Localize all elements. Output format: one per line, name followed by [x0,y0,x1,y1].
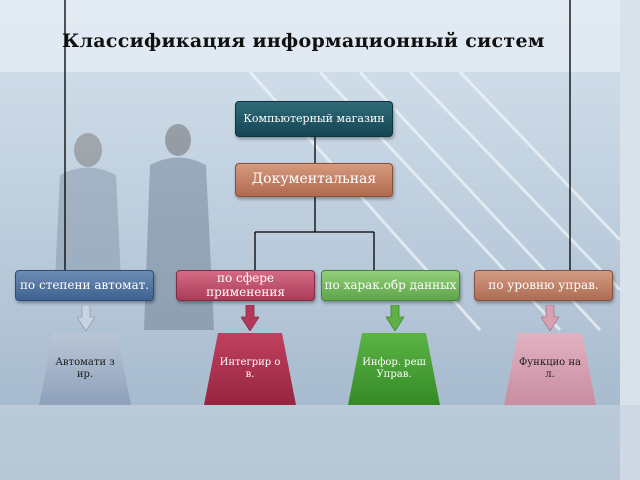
category-application: по сфере применения [176,270,315,301]
category-label: по уровню управ. [488,277,599,292]
category-label: по харак.обр данных [324,277,457,292]
leaf-functional: Функцио нал. [504,333,596,405]
leaf-integrated: Интегрир ов. [204,333,296,405]
leaf-label: Инфор. реш Управ. [362,356,426,381]
category-label: по степени автомат. [19,277,150,292]
category-label: по сфере применения [206,271,285,299]
page-title: Классификация информационный систем [62,30,545,52]
leaf-label: Интегрир ов. [219,356,281,381]
down-arrow-icon [386,305,404,331]
leaf-label: Функцио нал. [518,356,582,381]
down-arrow-icon [541,305,559,331]
middle-node-label: Документальная [251,171,377,188]
root-node: Компьютерный магазин [235,101,393,137]
leaf-label: Автомати зир. [55,356,115,381]
down-arrow-icon [77,305,95,331]
down-arrow-icon [241,305,259,331]
root-node-label: Компьютерный магазин [243,111,385,125]
category-data-processing: по харак.обр данных [321,270,460,301]
leaf-info-decision: Инфор. реш Управ. [348,333,440,405]
category-automation: по степени автомат. [15,270,154,301]
leaf-automated: Автомати зир. [39,333,131,405]
middle-node: Документальная [235,163,393,197]
category-management-level: по уровню управ. [474,270,613,301]
